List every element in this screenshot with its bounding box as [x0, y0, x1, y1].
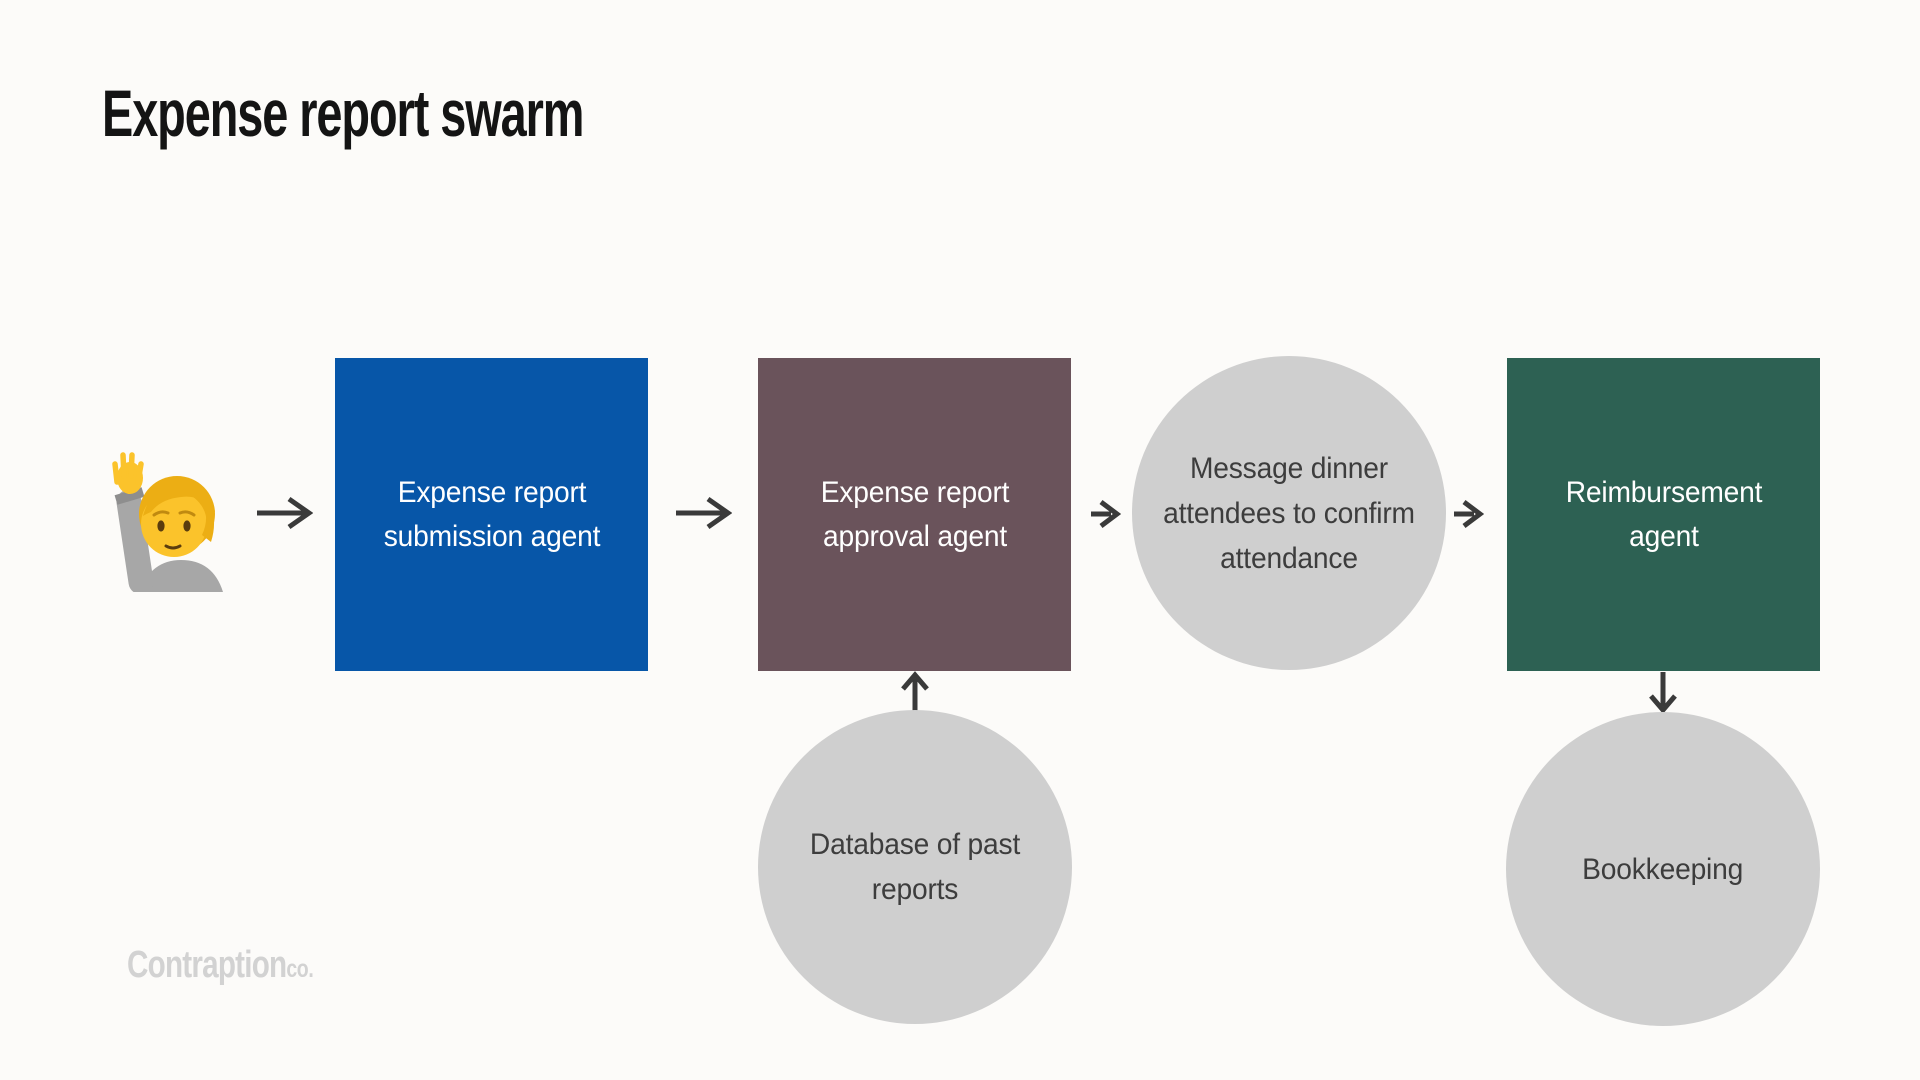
arrow-up-icon [901, 671, 929, 713]
arrow-right-icon [257, 496, 313, 530]
node-expense-report-submission-agent: Expense report submission agent [335, 358, 648, 671]
arrow-right-icon [676, 496, 732, 530]
node-reimbursement-agent: Reimbursement agent [1507, 358, 1820, 671]
node-label: Reimbursement agent [1565, 476, 1762, 553]
person-raising-hand-emoji [112, 452, 223, 592]
node-label: Database of past reports [809, 828, 1021, 906]
arrow-right-icon [1091, 500, 1121, 528]
node-database-of-past-reports: Database of past reports [758, 710, 1072, 1024]
node-label: Expense report approval agent [820, 476, 1009, 553]
node-label: Bookkeeping [1582, 852, 1744, 886]
page-title: Expense report swarm [102, 76, 584, 150]
logo-suffix-text: co. [286, 955, 314, 983]
node-label: Expense report submission agent [383, 476, 600, 553]
arrow-right-icon [1454, 500, 1484, 528]
arrow-down-icon [1649, 672, 1677, 714]
node-bookkeeping: Bookkeeping [1506, 712, 1820, 1026]
node-expense-report-approval-agent: Expense report approval agent [758, 358, 1071, 671]
node-message-dinner-attendees: Message dinner attendees to confirm atte… [1132, 356, 1446, 670]
node-label: Message dinner attendees to confirm atte… [1163, 451, 1415, 575]
contraption-co-logo: Contraptionco. [127, 944, 314, 987]
logo-text: Contraption [127, 944, 287, 986]
